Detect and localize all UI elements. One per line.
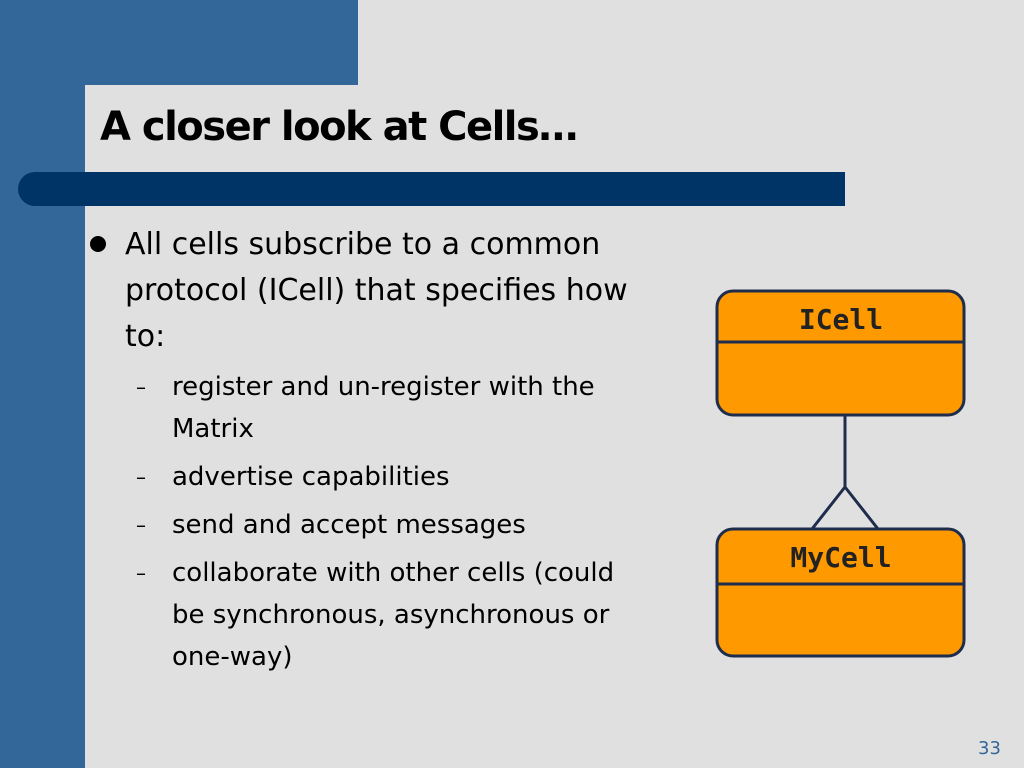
sub-bullet-item: – send and accept messages — [90, 504, 650, 546]
dash-icon: – — [136, 465, 146, 489]
title-underline-bar — [18, 172, 845, 206]
mycell-class-box — [715, 527, 966, 658]
page-number: 33 — [978, 738, 1001, 759]
sub-bullet-text: advertise capabilities — [172, 462, 450, 492]
dash-icon: – — [136, 375, 146, 399]
sub-bullet-list: – register and un-register with the Matr… — [90, 366, 650, 678]
sub-bullet-item: – collaborate with other cells (could be… — [90, 552, 650, 678]
icell-class-name: ICell — [798, 303, 884, 336]
sub-bullet-text: collaborate with other cells (could be s… — [172, 558, 615, 672]
bullet-dot-icon — [90, 236, 106, 252]
main-bullet-text: All cells subscribe to a common protocol… — [125, 227, 628, 354]
sub-bullet-item: – advertise capabilities — [90, 456, 650, 498]
left-blue-band — [0, 0, 85, 768]
main-bullet: All cells subscribe to a common protocol… — [90, 222, 650, 360]
uml-class-diagram — [715, 289, 966, 658]
icell-class-box — [715, 289, 966, 417]
slide-content: All cells subscribe to a common protocol… — [90, 222, 650, 684]
dash-icon: – — [136, 561, 146, 585]
top-blue-band — [0, 0, 358, 85]
inheritance-triangle-icon — [808, 484, 882, 531]
dash-icon: – — [136, 513, 146, 537]
mycell-class-name: MyCell — [790, 541, 892, 574]
sub-bullet-text: send and accept messages — [172, 510, 526, 540]
slide-title: A closer look at Cells… — [100, 104, 578, 150]
sub-bullet-text: register and un-register with the Matrix — [172, 372, 595, 444]
sub-bullet-item: – register and un-register with the Matr… — [90, 366, 650, 450]
